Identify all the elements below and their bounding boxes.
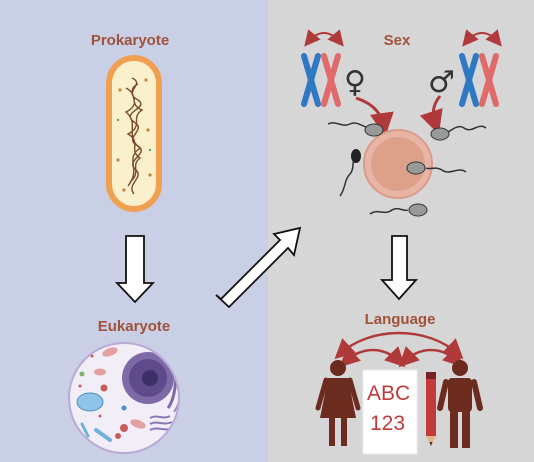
female-symbol-icon: ♀ — [344, 65, 366, 100]
language-card-line1: ABC — [367, 382, 410, 405]
red-arrow-male-to-sperm — [419, 95, 443, 135]
arrow-prokaryote-to-eukaryote — [114, 235, 156, 304]
prokaryote-cell-icon — [106, 55, 162, 212]
man-figure-icon — [437, 360, 483, 448]
language-card-line2: 123 — [370, 412, 405, 435]
communication-arrows-icon — [334, 331, 464, 368]
language-label: Language — [364, 311, 436, 328]
woman-figure-icon — [315, 360, 361, 446]
arrow-sex-to-language — [379, 235, 419, 301]
sex-label: Sex — [383, 32, 411, 49]
language-card-icon — [362, 369, 418, 455]
eukaryote-cell-icon — [68, 342, 180, 454]
male-chromosomes-icon — [459, 29, 502, 107]
prokaryote-label: Prokaryote — [90, 32, 170, 49]
arrow-eukaryote-to-sex — [215, 226, 302, 309]
sperm-cells-icon — [327, 122, 487, 217]
eukaryote-label: Eukaryote — [97, 318, 171, 335]
female-chromosomes-icon — [301, 29, 344, 107]
male-symbol-icon: ♂ — [428, 65, 455, 100]
egg-cell-icon — [363, 129, 433, 199]
red-arrow-female-to-egg — [355, 96, 394, 137]
pencil-icon — [426, 372, 436, 446]
